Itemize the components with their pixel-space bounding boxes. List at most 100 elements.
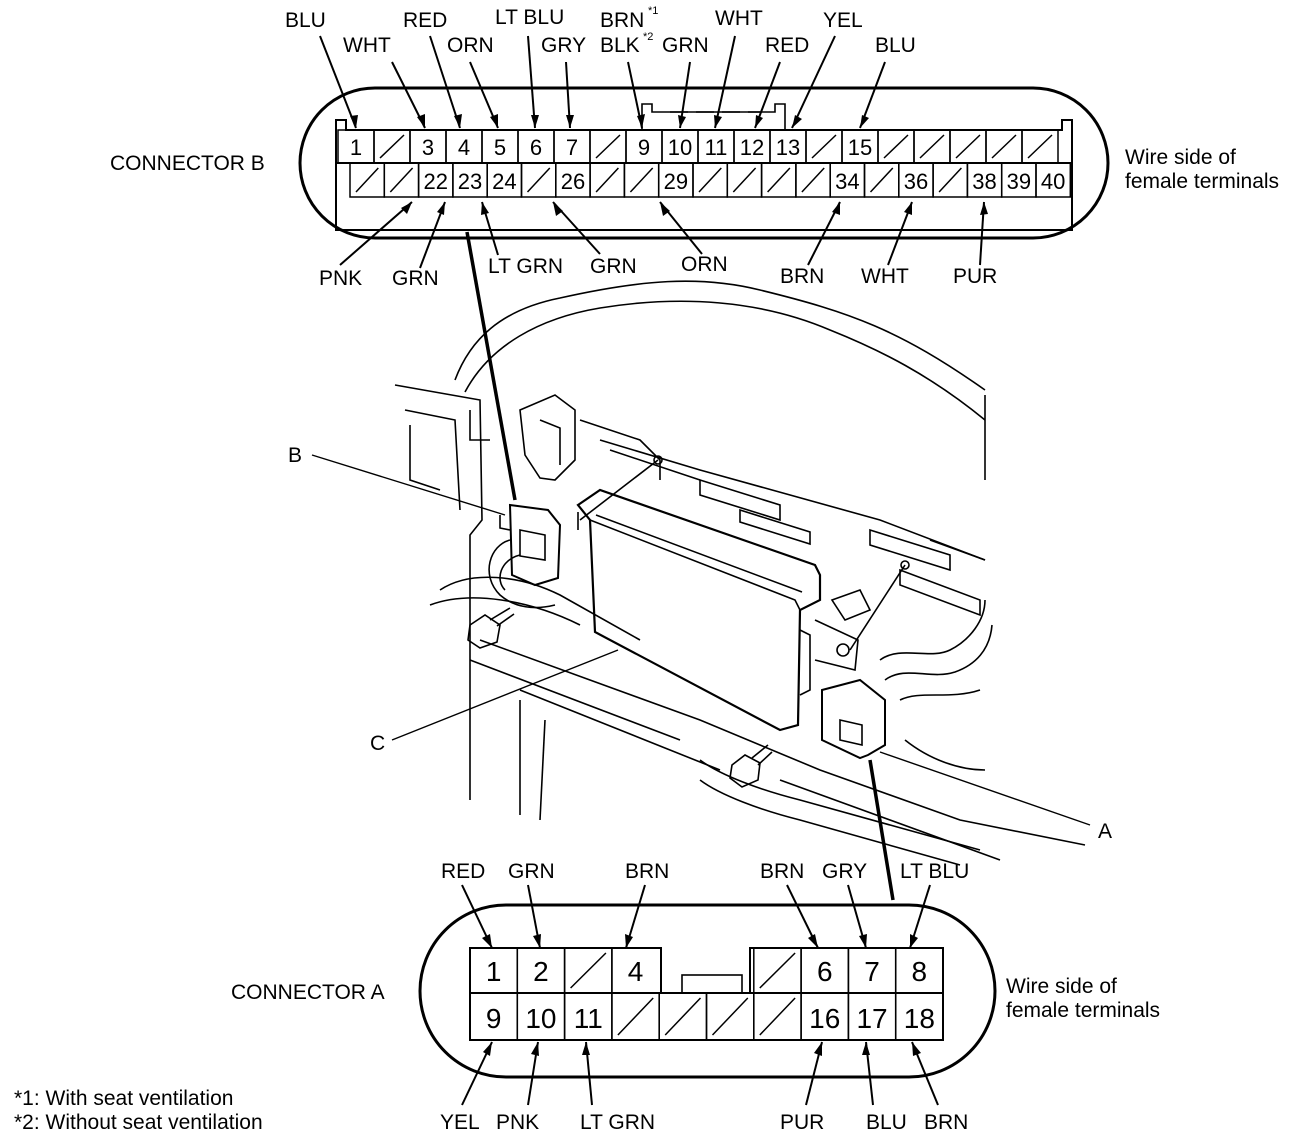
wire-label: GRY — [541, 34, 586, 57]
connector-b-pin-number: 4 — [458, 135, 470, 160]
connector-b-title: CONNECTOR B — [110, 152, 265, 175]
connector-a-side-label-line2: female terminals — [1006, 999, 1160, 1022]
connector-a-pin-number: 9 — [486, 1003, 502, 1034]
connector-b-body — [335, 119, 1073, 231]
wire-label: ORN — [447, 34, 494, 57]
connector-b-cavity — [1035, 162, 1072, 198]
wire-label: BRN — [780, 265, 824, 288]
wire-label: BLU — [285, 9, 326, 32]
bolt-lower-center — [729, 744, 773, 788]
bolt-lower-left — [467, 607, 515, 649]
connector-b-pin-number: 11 — [705, 135, 728, 160]
wire-label: GRN — [392, 267, 439, 290]
connector-a-pin-number: 17 — [856, 1003, 887, 1034]
connector-a-pin-number: 8 — [912, 956, 928, 987]
connector-a-pin-number: 6 — [817, 956, 833, 987]
wire-label: GRN — [662, 34, 709, 57]
connector-a-side-label-line1: Wire side of — [1006, 975, 1117, 998]
connector-a-cavity — [894, 992, 944, 1041]
connector-b-pin-number: 22 — [424, 169, 448, 194]
callout-b: B — [288, 444, 302, 467]
control-unit-c — [576, 488, 822, 732]
connector-b-pin-number: 5 — [494, 135, 506, 160]
footnote-1: *1: With seat ventilation — [14, 1087, 233, 1110]
wire-label: PUR — [780, 1111, 824, 1134]
wire-label: BLU — [875, 34, 916, 57]
connector-b-housing — [298, 86, 1110, 240]
connector-b-pin-number: 3 — [422, 135, 434, 160]
connector-a-title: CONNECTOR A — [231, 981, 385, 1004]
connector-b-pin-number: 24 — [492, 169, 516, 194]
wire-label: YEL — [440, 1111, 480, 1134]
connector-a-pin-number: 4 — [628, 956, 644, 987]
wire-label: BLU — [866, 1111, 907, 1134]
connector-a-plug — [821, 678, 886, 760]
connector-b-pin-number: 13 — [776, 135, 800, 160]
connector-b-pin-number: 9 — [638, 135, 650, 160]
footnote-ref: *1 — [648, 5, 658, 17]
footnote-2: *2: Without seat ventilation — [14, 1111, 263, 1134]
connector-a-pin-number: 7 — [864, 956, 880, 987]
wire-label: GRN — [590, 255, 637, 278]
wire-label: LT GRN — [488, 255, 563, 278]
wire-label: RED — [441, 860, 485, 883]
connector-a-top-wire-labels: RED GRN BRN BRN GRY LT BLU — [441, 860, 969, 883]
connector-a-pointer — [868, 759, 895, 901]
wire-label: BRN — [600, 9, 644, 32]
connector-b-pin-number: 39 — [1007, 169, 1031, 194]
wire-label: YEL — [823, 9, 863, 32]
wire-label: RED — [403, 9, 447, 32]
connector-a-pin-number: 1 — [486, 956, 502, 987]
connector-b-side-label-line1: Wire side of — [1125, 146, 1236, 169]
connector-b-side-label-line2: female terminals — [1125, 170, 1279, 193]
wire-label: ORN — [681, 253, 728, 276]
connector-b-pin-number: 7 — [566, 135, 578, 160]
wire-label: LT BLU — [495, 6, 564, 29]
wire-label: WHT — [715, 7, 763, 30]
module-illustration — [394, 280, 1086, 866]
connector-a-housing — [418, 903, 997, 1079]
wire-label: PNK — [496, 1111, 539, 1134]
wire-label: LT GRN — [580, 1111, 655, 1134]
connector-b-pin-number: 15 — [848, 135, 872, 160]
wire-label: RED — [765, 34, 809, 57]
connector-b-pin-number: 6 — [530, 135, 542, 160]
connector-b-pin-number: 26 — [561, 169, 585, 194]
connector-a-bottom-wire-labels: YEL PNK LT GRN PUR BLU BRN — [440, 1111, 968, 1134]
wire-label: LT BLU — [900, 860, 969, 883]
connector-a-pin-number: 10 — [525, 1003, 556, 1034]
footnote-ref: *2 — [643, 31, 653, 43]
connector-b-pin-number: 23 — [458, 169, 482, 194]
connector-b-top-wire-labels: BLU WHT RED ORN LT BLU GRY BRN *1 BLK *2… — [285, 5, 916, 57]
wire-label: PUR — [953, 265, 997, 288]
wire-label: BLK — [600, 34, 640, 57]
callout-a: A — [1098, 820, 1112, 843]
connector-a-pin-number: 2 — [533, 956, 549, 987]
connector-b-pointer — [465, 231, 517, 501]
connector-b-plug — [508, 503, 562, 587]
connector-b-pin-number: 40 — [1041, 169, 1065, 194]
wire-label: GRN — [508, 860, 555, 883]
connector-a-pin-number: 18 — [904, 1003, 935, 1034]
connector-b-pin-number: 29 — [664, 169, 688, 194]
connector-a-pin-number: 16 — [809, 1003, 840, 1034]
connector-b-pin-number: 10 — [668, 135, 692, 160]
wire-label: PNK — [319, 267, 362, 290]
connector-b-pin-number: 34 — [835, 169, 859, 194]
wire-label: GRY — [822, 860, 867, 883]
connector-b-bottom-wire-labels: PNK GRN LT GRN GRN ORN BRN WHT PUR — [319, 253, 997, 290]
connector-b-pin-number: 38 — [972, 169, 996, 194]
connector-a-pin-number: 11 — [574, 1003, 603, 1034]
connector-b-pin-number: 36 — [904, 169, 928, 194]
wire-label: BRN — [625, 860, 669, 883]
connector-b-pin-number: 1 — [350, 135, 362, 160]
wire-label: WHT — [861, 265, 909, 288]
wire-label: BRN — [760, 860, 804, 883]
wire-label: WHT — [343, 34, 391, 57]
wire-label: BRN — [924, 1111, 968, 1134]
connector-b-pin-number: 12 — [740, 135, 764, 160]
callout-c: C — [370, 732, 385, 755]
